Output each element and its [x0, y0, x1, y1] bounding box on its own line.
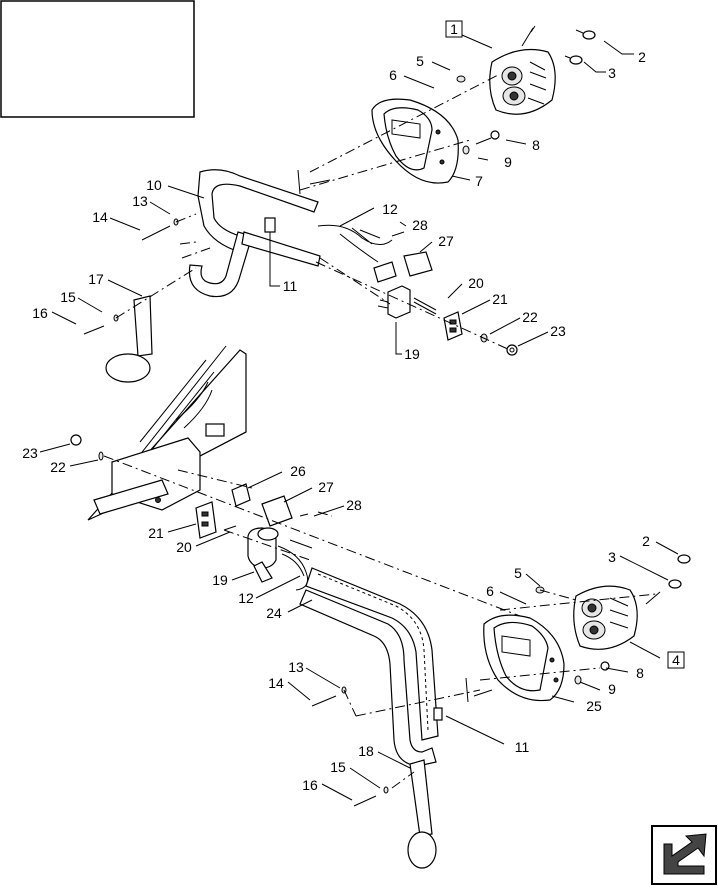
callout-9: 9: [504, 154, 512, 170]
callout-box-1: [445, 20, 463, 38]
callout-19: 19: [404, 346, 420, 362]
switch-lower: [247, 527, 279, 583]
washer-9-lower: [574, 675, 582, 685]
callout-20: 20: [468, 275, 484, 291]
bulb-2-lower: [677, 554, 691, 564]
callout-14: 14: [92, 209, 108, 225]
side-bracket-lower: [407, 759, 437, 869]
leader-lines: [39, 34, 679, 801]
callout-13: 13: [132, 193, 148, 209]
wiring-harness-lower: [277, 539, 313, 591]
connector-upper: [373, 231, 433, 283]
callout-19-lower: 19: [212, 572, 228, 588]
next-page-arrow-icon[interactable]: [651, 825, 717, 885]
callout-2-lower: 2: [642, 533, 650, 549]
callout-18-lower: 18: [358, 743, 374, 759]
callout-9-lower: 9: [608, 681, 616, 697]
screw-16-upper: [83, 325, 105, 335]
nut-23-lower: [70, 434, 82, 446]
callout-4-lower: 4: [672, 652, 680, 668]
callout-25-lower: 25: [586, 698, 602, 714]
screw-14-upper: [141, 225, 171, 241]
mount-plate-lower: [195, 501, 217, 539]
callout-3-lower: 3: [608, 549, 616, 565]
callout-28-lower: 28: [346, 497, 362, 513]
screw-16-lower: [353, 795, 377, 807]
callout-26-lower: 26: [290, 463, 306, 479]
upper-assembly: [83, 25, 596, 383]
callout-6: 6: [389, 67, 397, 83]
washer-5-upper: [456, 75, 466, 83]
lamp-lens-lower: [573, 585, 638, 650]
washer-9-upper: [462, 145, 470, 155]
callout-24-lower: 24: [266, 605, 282, 621]
screw-28-lower: [299, 513, 309, 517]
tube-bracket-lower: [299, 567, 443, 767]
cab-frame: [87, 345, 247, 521]
blank-frame: [0, 0, 195, 118]
callout-21-lower: 21: [148, 525, 164, 541]
mount-plate-upper: [443, 311, 463, 341]
callout-22-lower: 22: [50, 459, 66, 475]
grommet-26-lower: [231, 483, 251, 507]
bulb-2-upper: [575, 29, 596, 40]
callout-12: 12: [382, 201, 398, 217]
callout-labels: 1 2 3 5 6 7 8 9 10 11 12 13 14 15 16 17 …: [22, 20, 685, 793]
callout-28: 28: [412, 217, 428, 233]
callout-3: 3: [608, 65, 616, 81]
callout-10: 10: [146, 177, 162, 193]
callout-14-lower: 14: [268, 675, 284, 691]
callout-16: 16: [32, 305, 48, 321]
callout-12-lower: 12: [238, 590, 254, 606]
side-bracket-upper: [105, 295, 153, 383]
screw-14-lower: [311, 695, 337, 707]
fitting-lower: [465, 677, 493, 703]
callout-6-lower: 6: [486, 583, 494, 599]
callout-16-lower: 16: [302, 777, 318, 793]
bulb-3-upper: [564, 55, 583, 65]
tube-bracket-upper: [188, 169, 331, 298]
callout-15-lower: 15: [330, 759, 346, 775]
screw-8-upper: [475, 130, 500, 145]
callout-8-lower: 8: [636, 665, 644, 681]
callout-5: 5: [416, 53, 424, 69]
nut-23-upper: [506, 344, 518, 356]
callout-15: 15: [60, 289, 76, 305]
callout-7: 7: [475, 173, 483, 189]
screw-lower: [645, 591, 661, 605]
callout-22: 22: [522, 309, 538, 325]
callout-5-lower: 5: [514, 565, 522, 581]
callout-27-lower: 27: [318, 479, 334, 495]
callout-2: 2: [638, 49, 646, 65]
screw-upper: [521, 25, 536, 47]
callout-11: 11: [283, 278, 298, 294]
lamp-lens-upper: [489, 49, 556, 115]
wiring-harness-upper: [317, 224, 393, 263]
screw-20-lower: [223, 525, 237, 531]
callout-27: 27: [438, 233, 454, 249]
callout-17: 17: [88, 271, 104, 287]
lower-assembly: [70, 434, 691, 869]
lamp-housing-lower: [483, 614, 565, 702]
callout-21: 21: [492, 291, 508, 307]
bulb-3-lower: [668, 579, 682, 589]
callout-box-4: [667, 651, 685, 669]
callout-23-lower: 23: [22, 445, 38, 461]
callout-11-lower: 11: [515, 739, 530, 755]
callout-1: 1: [450, 21, 458, 37]
callout-8: 8: [532, 137, 540, 153]
callout-13-lower: 13: [288, 659, 304, 675]
washer-15-lower: [383, 786, 389, 794]
screw-20-upper: [413, 297, 437, 315]
callout-23: 23: [550, 323, 566, 339]
lamp-housing-upper: [371, 98, 459, 184]
washer-22-lower: [98, 451, 104, 461]
switch-upper: [377, 285, 411, 319]
callout-20-lower: 20: [176, 539, 192, 555]
